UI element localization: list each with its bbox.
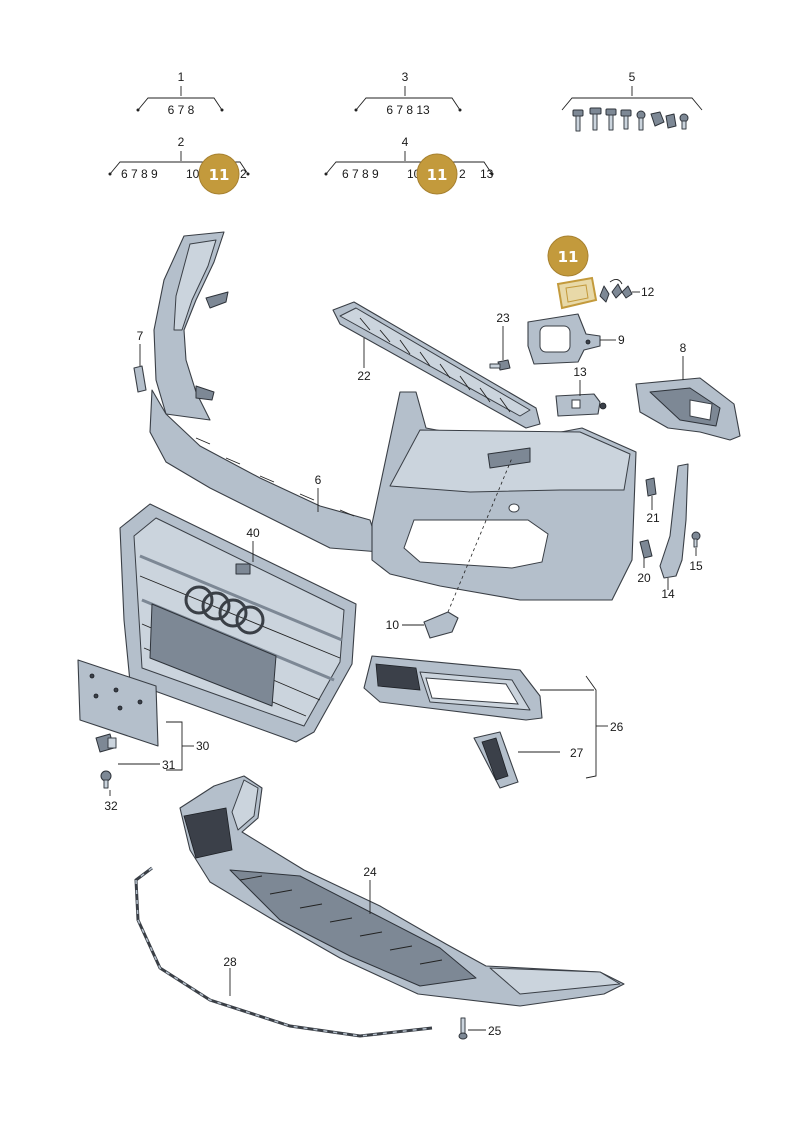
group-1: 1 6 7 8 <box>136 70 224 117</box>
part-32-screw[interactable] <box>100 770 112 789</box>
part-40-radiator-grille[interactable] <box>119 503 357 743</box>
group-2-items-b: 10 <box>186 167 200 181</box>
part-31-nut[interactable] <box>95 733 117 753</box>
part-22-impact-absorber[interactable] <box>332 301 541 429</box>
part-23-screw[interactable] <box>489 359 511 371</box>
part-20-bracket[interactable] <box>639 539 653 559</box>
label-24: 24 <box>363 865 377 879</box>
label-27: 27 <box>570 746 584 760</box>
part-25-screw[interactable] <box>458 1017 468 1040</box>
label-13: 13 <box>573 365 587 379</box>
part-24-lower-spoiler[interactable] <box>179 775 625 1007</box>
part-21-clip[interactable] <box>645 477 657 497</box>
group-4-items-a: 6 7 8 9 <box>342 167 379 181</box>
group-2: 2 6 7 8 9 10 2 <box>108 135 250 181</box>
label-20: 20 <box>637 571 651 585</box>
part-27-trim[interactable] <box>473 731 519 789</box>
label-26: 26 <box>610 720 624 734</box>
group-2-number: 2 <box>178 135 185 149</box>
label-7: 7 <box>137 329 144 343</box>
callout-badge-11-part[interactable]: 11 <box>547 235 589 277</box>
badge-label: 11 <box>427 166 448 184</box>
part-28-trim-strip[interactable] <box>134 866 433 1038</box>
callout-badge-11-group-2[interactable]: 11 <box>198 153 240 195</box>
label-32: 32 <box>104 799 118 813</box>
group-2-items-c: 2 <box>240 167 247 181</box>
label-10: 10 <box>386 618 400 632</box>
part-10-tow-hook-cap[interactable] <box>423 611 459 639</box>
label-31: 31 <box>162 758 176 772</box>
group-2-items-a: 6 7 8 9 <box>121 167 158 181</box>
label-9: 9 <box>618 333 625 347</box>
part-7-clip[interactable] <box>133 365 147 393</box>
label-8: 8 <box>680 341 687 355</box>
part-12-clips[interactable] <box>599 279 633 303</box>
group-5-number: 5 <box>629 70 636 84</box>
label-12: 12 <box>641 285 655 299</box>
label-25: 25 <box>488 1024 502 1038</box>
label-40: 40 <box>246 526 260 540</box>
group-3: 3 6 7 8 13 <box>354 70 462 117</box>
group-4-items-c: 2 <box>459 167 466 181</box>
part-13-bracket[interactable] <box>555 393 607 417</box>
label-14: 14 <box>661 587 675 601</box>
label-30: 30 <box>196 739 210 753</box>
part-26-fog-grille[interactable] <box>363 655 543 721</box>
part-15-screw[interactable] <box>691 531 701 548</box>
group-5: 5 <box>561 70 703 132</box>
label-28: 28 <box>223 955 237 969</box>
badge-label: 11 <box>209 166 230 184</box>
part-9-bracket[interactable] <box>527 313 601 365</box>
label-23: 23 <box>496 311 510 325</box>
label-21: 21 <box>646 511 660 525</box>
label-6: 6 <box>315 473 322 487</box>
fastener-set-illustration <box>572 107 689 132</box>
group-3-items: 6 7 8 13 <box>386 103 430 117</box>
part-14-guide[interactable] <box>659 463 689 579</box>
group-1-number: 1 <box>178 70 185 84</box>
group-1-items: 6 7 8 <box>168 103 195 117</box>
part-11-cover[interactable] <box>556 276 598 310</box>
label-15: 15 <box>689 559 703 573</box>
group-3-number: 3 <box>402 70 409 84</box>
badge-label: 11 <box>558 248 579 266</box>
callout-badge-11-group-4[interactable]: 11 <box>416 153 458 195</box>
part-8-side-bracket[interactable] <box>635 377 741 441</box>
group-4-items-d: 13 <box>480 167 494 181</box>
label-22: 22 <box>357 369 371 383</box>
part-30-plate-holder[interactable] <box>77 659 159 747</box>
group-4: 4 6 7 8 9 10 2 13 <box>324 135 494 181</box>
group-4-number: 4 <box>402 135 409 149</box>
